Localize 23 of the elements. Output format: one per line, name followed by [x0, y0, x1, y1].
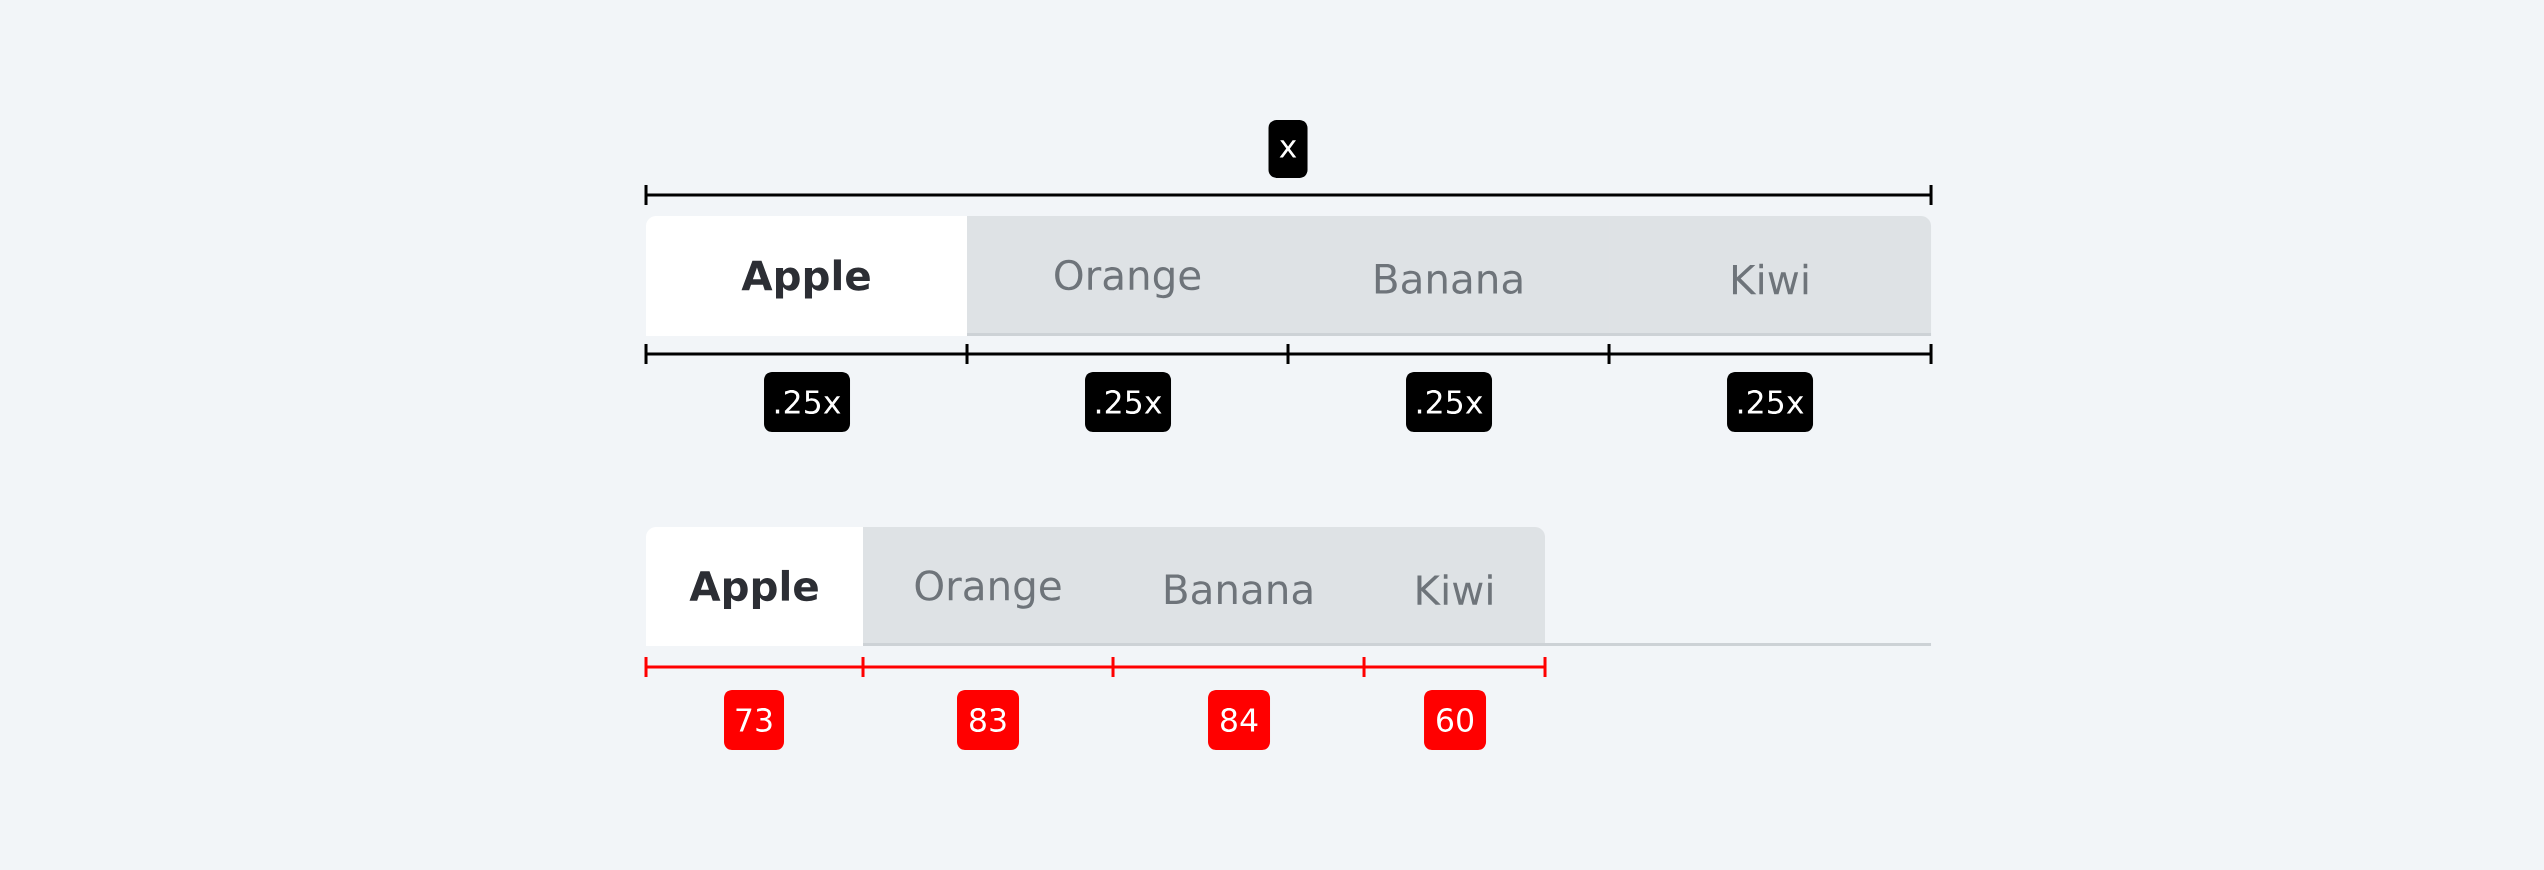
dimension-badge: 73: [724, 690, 784, 750]
tab: Orange: [967, 216, 1288, 336]
node-label: Kiwi: [1732, 263, 1808, 295]
node-label: Orange: [1055, 259, 1201, 299]
dimension-badge: .25x: [1406, 371, 1492, 432]
node-label: Orange: [915, 570, 1061, 609]
dimension-badge: .25x: [1085, 371, 1171, 432]
tab: Banana: [1113, 527, 1365, 646]
selected-tab: Apple: [646, 527, 863, 646]
tab: Banana: [1288, 216, 1610, 336]
tab: Kiwi: [1609, 216, 1932, 336]
dimension-badge: x: [1268, 119, 1308, 178]
dimension-badge: .25x: [764, 371, 850, 432]
dimension-badge: 84: [1208, 690, 1270, 750]
selected-tab: Apple: [646, 216, 967, 336]
node-label: Banana: [1165, 574, 1312, 605]
tab: Orange: [863, 527, 1113, 646]
dimension-badge: 60: [1424, 690, 1487, 750]
tab: Kiwi: [1364, 527, 1545, 646]
node-label: Banana: [1375, 263, 1522, 294]
dimension-badge: .25x: [1727, 371, 1814, 432]
dimension-badge: 83: [957, 690, 1019, 750]
node-label: Kiwi: [1417, 574, 1492, 605]
